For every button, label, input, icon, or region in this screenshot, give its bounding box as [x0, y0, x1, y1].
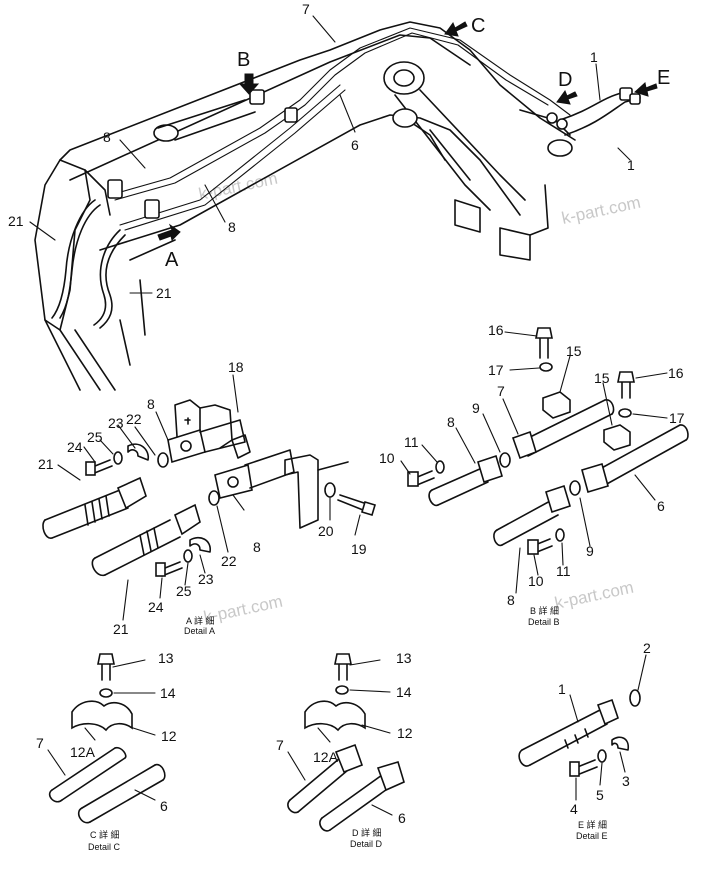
arrow-label-c: C — [471, 15, 485, 37]
part-number-label: 15 — [566, 343, 582, 359]
part-number-label: 23 — [108, 415, 124, 431]
part-number-label: 8 — [147, 396, 155, 412]
detail-b-drawing — [407, 327, 689, 555]
part-number-label: 8 — [228, 219, 236, 235]
detail-e-drawing — [518, 689, 641, 777]
detail-b-leaders — [400, 331, 668, 594]
part-number-label: 20 — [318, 523, 334, 539]
detail-caption-kanji: E 詳 細 — [578, 819, 607, 830]
part-number-label: 18 — [228, 359, 244, 375]
arrow-icon — [556, 89, 578, 105]
part-number-label: 8 — [253, 539, 261, 555]
part-number-label: 11 — [556, 563, 571, 579]
arrow-icon — [634, 82, 658, 97]
part-number-label: 25 — [87, 429, 103, 445]
part-number-label: 15 — [594, 370, 610, 386]
detail-e-leaders — [569, 654, 647, 801]
part-number-label: 7 — [497, 383, 505, 399]
part-number-label: 14 — [396, 684, 412, 700]
part-number-label: 17 — [488, 362, 504, 378]
detail-caption-kanji: C 詳 細 — [90, 829, 120, 840]
arrow-icon — [157, 223, 181, 241]
boom-assembly-drawing — [34, 21, 641, 391]
part-number-label: 25 — [176, 583, 192, 599]
part-number-label: 4 — [570, 801, 578, 817]
part-number-label: 12 — [161, 728, 177, 744]
detail-c-leaders — [47, 659, 156, 801]
detail-d-drawing — [287, 653, 405, 832]
arrow-label-e: E — [657, 67, 670, 89]
detail-caption-kanji: A 詳 細 — [186, 615, 215, 626]
arrow-icon — [238, 73, 260, 95]
part-number-label: 6 — [160, 798, 168, 814]
detail-d-leaders — [287, 659, 393, 816]
detail-caption-kanji: D 詳 細 — [352, 827, 382, 838]
part-number-label: 11 — [404, 434, 419, 450]
detail-a-drawing — [42, 399, 376, 577]
part-number-label: 1 — [590, 49, 598, 65]
watermark-text: k-part.com — [197, 169, 279, 204]
part-number-label: 7 — [302, 1, 310, 17]
detail-caption: Detail B — [528, 617, 560, 627]
detail-caption: Detail D — [350, 839, 383, 849]
detail-a-leaders — [57, 374, 361, 621]
part-number-label: 16 — [488, 322, 504, 338]
part-number-label: 8 — [103, 129, 111, 145]
arrow-label-a: A — [165, 249, 179, 271]
part-number-label: 14 — [160, 685, 176, 701]
part-number-label: 21 — [8, 213, 24, 229]
part-number-label: 10 — [379, 450, 395, 466]
part-number-label: 23 — [198, 571, 214, 587]
part-number-label: 22 — [221, 553, 237, 569]
part-number-label: 3 — [622, 773, 630, 789]
part-number-label: 12 — [397, 725, 413, 741]
part-number-label: 9 — [586, 543, 594, 559]
detail-caption: Detail A — [184, 626, 215, 636]
watermark-text: k-part.com — [553, 578, 635, 613]
arrow-label-b: B — [237, 49, 250, 71]
detail-caption: Detail C — [88, 842, 121, 852]
part-number-label: 21 — [156, 285, 172, 301]
part-number-label: 2 — [643, 640, 651, 656]
part-number-label: 6 — [657, 498, 665, 514]
detail-c-drawing — [48, 653, 166, 824]
part-number-label: 1 — [627, 157, 635, 173]
part-number-label: 13 — [158, 650, 174, 666]
main-leaders — [29, 15, 631, 294]
part-number-label: 24 — [67, 439, 83, 455]
part-number-label: 13 — [396, 650, 412, 666]
part-number-label: 17 — [669, 410, 685, 426]
detail-caption: Detail E — [576, 831, 608, 841]
part-number-label: 5 — [596, 787, 604, 803]
part-number-label: 7 — [36, 735, 44, 751]
part-number-label: 21 — [38, 456, 54, 472]
part-number-label: 7 — [276, 737, 284, 753]
arrow-icon — [444, 21, 468, 37]
part-number-label: 12A — [313, 749, 339, 765]
part-number-label: 6 — [351, 137, 359, 153]
part-number-label: 12A — [70, 744, 96, 760]
detail-caption-kanji: B 詳 細 — [530, 605, 559, 616]
part-number-label: 10 — [528, 573, 544, 589]
part-number-label: 24 — [148, 599, 164, 615]
part-number-label: 22 — [126, 411, 142, 427]
part-number-label: 9 — [472, 400, 480, 416]
part-number-label: 19 — [351, 541, 367, 557]
part-number-label: 8 — [447, 414, 455, 430]
part-number-label: 21 — [113, 621, 129, 637]
part-number-label: 8 — [507, 592, 515, 608]
detail-arrows — [157, 21, 658, 241]
arrow-label-d: D — [558, 69, 572, 91]
part-number-label: 1 — [558, 681, 566, 697]
part-number-label: 6 — [398, 810, 406, 826]
part-number-label: 16 — [668, 365, 684, 381]
watermark-text: k-part.com — [560, 193, 642, 228]
